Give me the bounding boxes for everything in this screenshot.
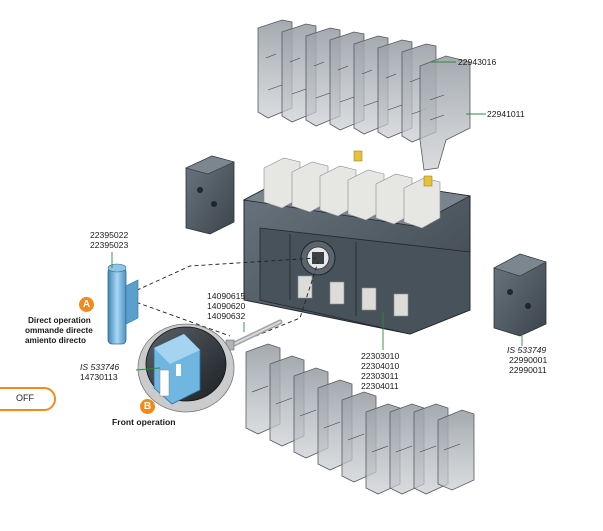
shaft-code-2: 14090620 — [207, 301, 246, 311]
direct-operation-label-es: amiento directo — [25, 336, 86, 345]
direct-operation-label-fr: ommande directe — [25, 326, 93, 335]
aux-contact-code-2: 22990011 — [509, 365, 547, 375]
shaft-code-1: 14090615 — [207, 291, 246, 301]
switch-code-2: 22304010 — [361, 361, 400, 371]
handle-a-code-2: 22395023 — [90, 240, 129, 250]
bottom-terminal-covers — [245, 343, 475, 495]
badge-a: A — [79, 297, 94, 312]
handle-b-standard: IS 533746 — [80, 362, 120, 372]
front-operation-label: Front operation — [112, 417, 176, 427]
badge-b: B — [140, 399, 155, 414]
off-label: OFF — [16, 393, 34, 403]
aux-contact-left — [185, 155, 235, 235]
handle-a-code-1: 22395022 — [90, 230, 129, 240]
leader-handle-b — [135, 367, 161, 371]
handle-b-code: 14730113 — [80, 372, 118, 382]
side-cover-code: 22941011 — [487, 109, 525, 119]
switch-code-4: 22304011 — [361, 381, 399, 391]
aux-contact-standard: IS 533749 — [507, 345, 547, 355]
switch-code-3: 22303011 — [361, 371, 399, 381]
direct-operation-label: Direct operation — [28, 316, 91, 325]
aux-contact-right — [493, 253, 547, 337]
shaft-code-3: 14090632 — [207, 311, 246, 321]
top-cover-code: 22943016 — [458, 57, 497, 67]
off-position-pill: OFF — [0, 387, 56, 411]
handle-a — [107, 263, 139, 345]
switch-code-1: 22303010 — [361, 351, 400, 361]
leader-lines — [111, 61, 523, 371]
handle-b — [137, 323, 235, 413]
aux-contact-code-1: 22990001 — [509, 355, 548, 365]
top-cover-side-piece — [419, 55, 471, 171]
top-terminal-covers — [257, 19, 437, 143]
main-switch-body — [242, 150, 472, 335]
